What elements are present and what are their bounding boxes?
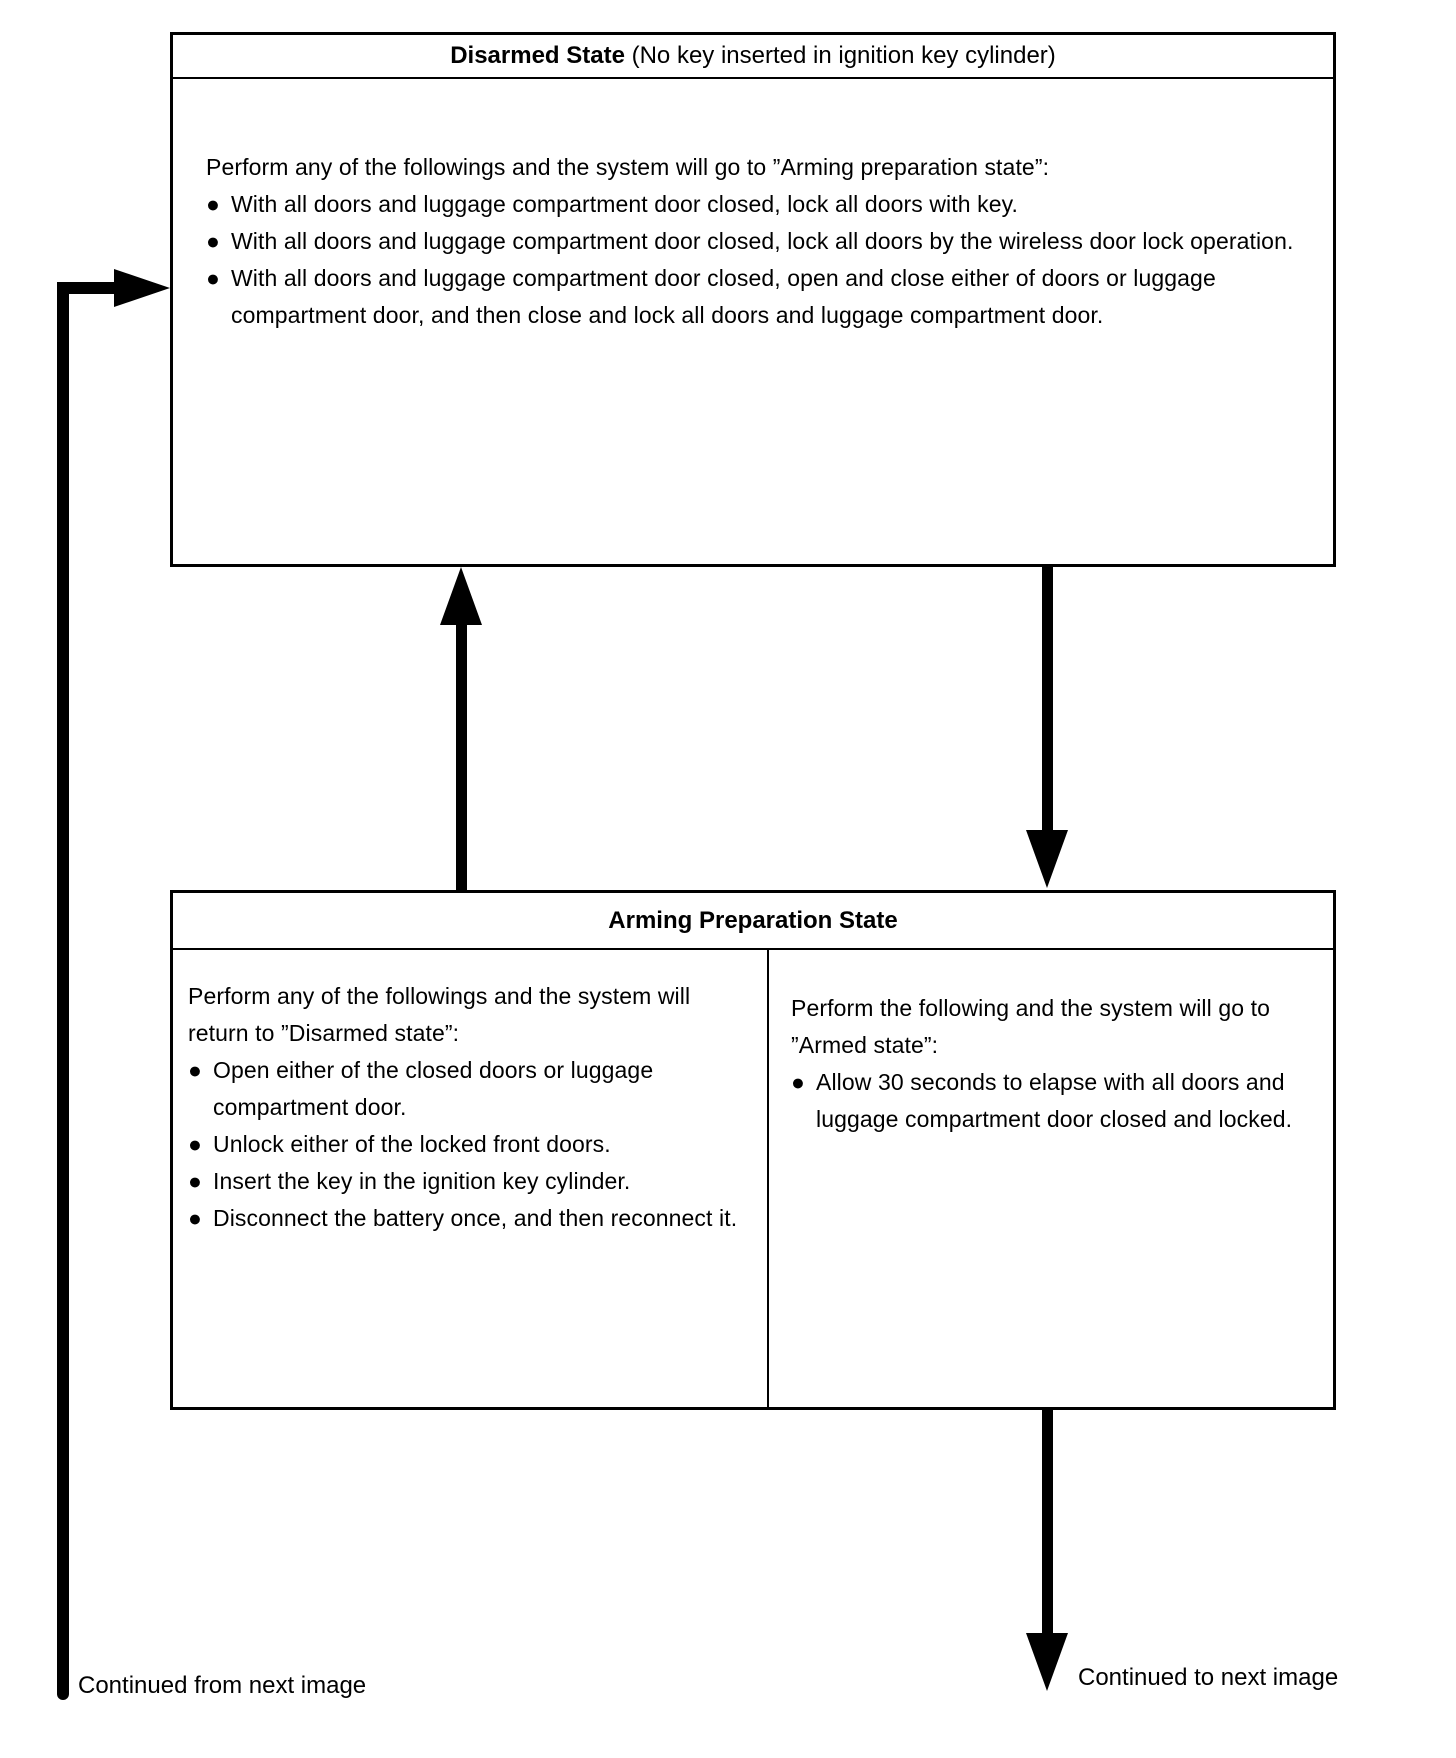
disarmed-state-title-detail: (No key inserted in ignition key cylinde… [624, 42, 1056, 69]
arming-left-bullet-text: Unlock either of the locked front doors. [213, 1131, 611, 1157]
disarmed-state-body: Perform any of the followings and the sy… [173, 79, 1333, 334]
bullet-icon: ● [206, 191, 220, 217]
arming-left-bullet-text: Open either of the closed doors or lugga… [213, 1057, 654, 1120]
disarmed-state-box: Disarmed State (No key inserted in ignit… [170, 32, 1336, 567]
list-item: ● With all doors and luggage compartment… [206, 186, 1305, 223]
list-item: ● With all doors and luggage compartment… [206, 260, 1305, 334]
arrow-shaft-vertical [57, 282, 69, 1700]
continued-to-label: Continued to next image [1078, 1664, 1339, 1691]
arming-right-intro-text: Perform the following and the system wil… [791, 995, 1270, 1058]
arming-preparation-title-text: Arming Preparation State [608, 906, 898, 934]
arrow-up-head [440, 567, 482, 625]
list-item: ● Disconnect the battery once, and then … [188, 1200, 749, 1237]
disarmed-bullet-text: With all doors and luggage compartment d… [231, 265, 1216, 328]
list-item: ● Insert the key in the ignition key cyl… [188, 1163, 749, 1200]
list-item: ● Allow 30 seconds to elapse with all do… [791, 1064, 1297, 1138]
disarmed-bullet-text: With all doors and luggage compartment d… [231, 191, 1019, 217]
arming-left-bullet-text: Insert the key in the ignition key cylin… [213, 1168, 631, 1194]
arming-left-intro-text: Perform any of the followings and the sy… [188, 983, 691, 1046]
disarmed-bullet-text: With all doors and luggage compartment d… [231, 228, 1294, 254]
arming-columns: Perform any of the followings and the sy… [173, 950, 1333, 1410]
bullet-icon: ● [188, 1168, 202, 1194]
disarmed-state-title-bold: Disarmed State [450, 42, 625, 69]
arming-preparation-state-box: Arming Preparation State Perform any of … [170, 890, 1336, 1410]
disarmed-intro-text: Perform any of the followings and the sy… [206, 154, 1050, 180]
arming-right-bullet-text: Allow 30 seconds to elapse with all door… [816, 1069, 1293, 1132]
arming-left-panel: Perform any of the followings and the sy… [173, 950, 767, 1410]
continued-from-label: Continued from next image [78, 1672, 367, 1699]
bullet-icon: ● [791, 1069, 805, 1095]
arming-preparation-title: Arming Preparation State [173, 893, 1333, 950]
list-item: ● Open either of the closed doors or lug… [188, 1052, 749, 1126]
arrow-shaft [456, 622, 467, 890]
arrow-down-head [1026, 1633, 1068, 1691]
disarmed-state-title: Disarmed State (No key inserted in ignit… [173, 35, 1333, 79]
bullet-icon: ● [188, 1205, 202, 1231]
bullet-icon: ● [188, 1057, 202, 1083]
arrow-right-head [114, 269, 170, 307]
arming-right-panel: Perform the following and the system wil… [767, 950, 1333, 1410]
bullet-icon: ● [188, 1131, 202, 1157]
arming-left-bullet-text: Disconnect the battery once, and then re… [213, 1205, 738, 1231]
list-item: ● With all doors and luggage compartment… [206, 223, 1305, 260]
arrow-shaft-horizontal [57, 282, 117, 294]
arrow-shaft [1042, 567, 1053, 832]
arrow-down-head [1026, 830, 1068, 888]
bullet-icon: ● [206, 265, 220, 291]
arrow-shaft [1042, 1410, 1053, 1635]
bullet-icon: ● [206, 228, 220, 254]
list-item: ● Unlock either of the locked front door… [188, 1126, 749, 1163]
